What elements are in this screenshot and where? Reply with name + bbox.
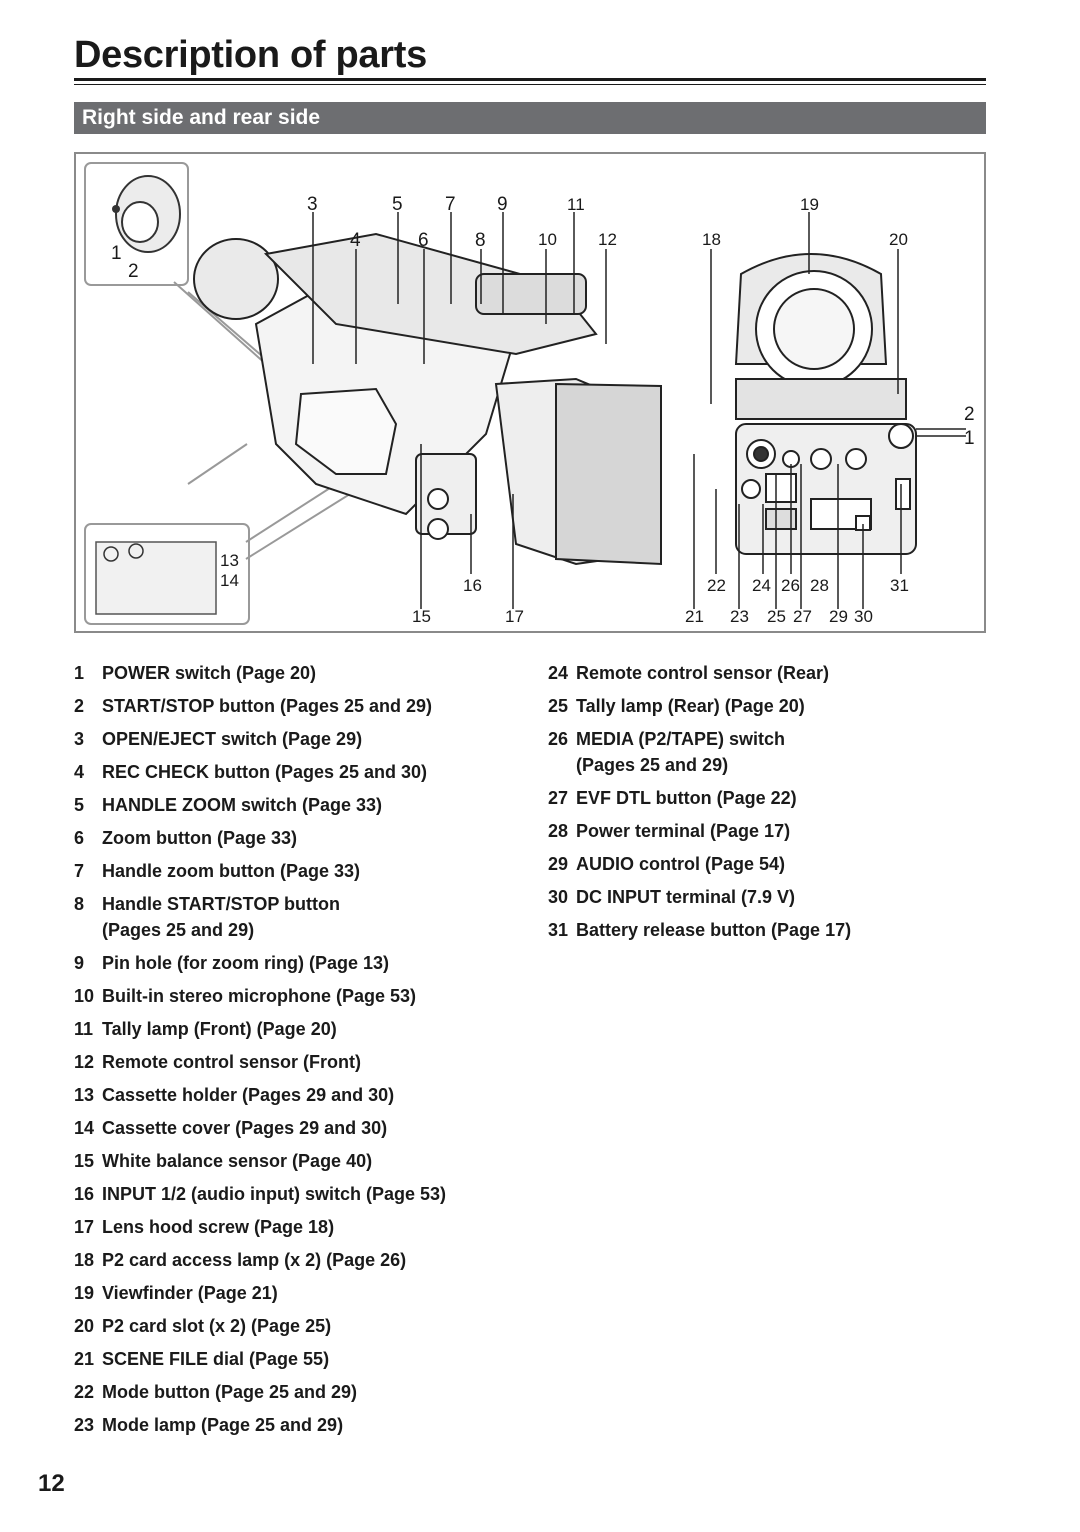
callout-24: 24 — [752, 576, 771, 595]
callout-30: 30 — [854, 607, 873, 626]
callout-13: 13 — [220, 551, 239, 570]
camera-figure: 1 2 3 4 5 6 7 8 9 10 11 12 13 14 15 16 1… — [74, 152, 986, 633]
title-rule — [74, 78, 986, 81]
page-number: 12 — [38, 1470, 65, 1497]
callout-28: 28 — [810, 576, 829, 595]
callout-19: 19 — [800, 195, 819, 214]
section-header: Right side and rear side — [74, 102, 986, 134]
section-title: Right side and rear side — [82, 106, 321, 129]
callout-26: 26 — [781, 576, 800, 595]
callout-12: 12 — [598, 230, 617, 249]
callout-16: 16 — [463, 576, 482, 595]
callout-numbers: 1 2 3 4 5 6 7 8 9 10 11 12 13 14 15 16 1… — [111, 194, 975, 626]
page-title: Description of parts — [74, 34, 427, 76]
callout-rear-1: 1 — [964, 428, 975, 449]
callout-11: 11 — [567, 195, 585, 214]
camera-illustration: 1 2 3 4 5 6 7 8 9 10 11 12 13 14 15 16 1… — [84, 162, 975, 626]
callout-1: 1 — [111, 243, 122, 264]
inset-cassette-box — [84, 523, 250, 625]
callout-21: 21 — [685, 607, 704, 626]
callout-20: 20 — [889, 230, 908, 249]
callout-29: 29 — [829, 607, 848, 626]
inset-power-box — [84, 162, 189, 286]
callout-9: 9 — [497, 194, 508, 215]
callout-7: 7 — [445, 194, 456, 215]
callout-15: 15 — [412, 607, 431, 626]
camera-body — [193, 232, 663, 566]
callout-14: 14 — [220, 571, 239, 590]
callout-6: 6 — [418, 230, 429, 251]
camera-rear — [734, 253, 917, 555]
callout-4: 4 — [350, 230, 361, 251]
callout-18: 18 — [702, 230, 721, 249]
callout-25: 25 — [767, 607, 786, 626]
callout-rear-2: 2 — [964, 404, 975, 425]
callout-8: 8 — [475, 230, 486, 251]
callout-17: 17 — [505, 607, 524, 626]
callout-3: 3 — [307, 194, 318, 215]
callout-23: 23 — [730, 607, 749, 626]
callout-10: 10 — [538, 230, 557, 249]
callout-5: 5 — [392, 194, 403, 215]
callout-27: 27 — [793, 607, 812, 626]
callout-31: 31 — [890, 576, 909, 595]
callout-2: 2 — [128, 261, 139, 282]
callout-22: 22 — [707, 576, 726, 595]
title-rule-thin — [74, 84, 986, 85]
